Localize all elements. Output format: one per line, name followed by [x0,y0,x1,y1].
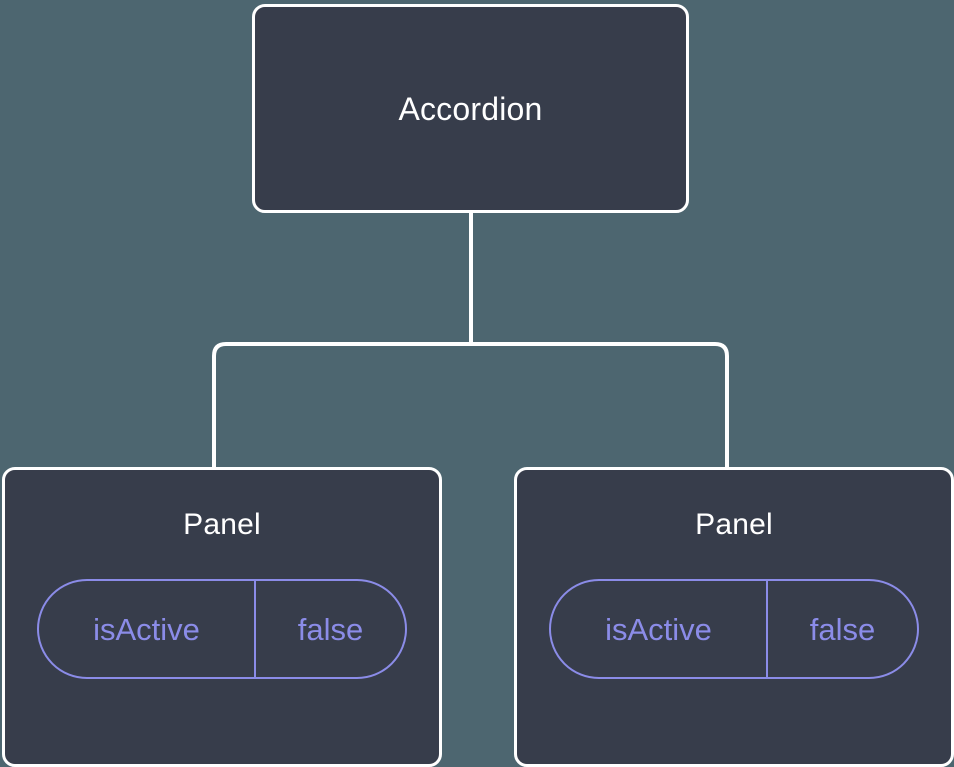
edge-to-panel-right [471,342,729,470]
edge-to-panel-left [212,342,471,470]
node-panel-left[interactable]: Panel isActive false [2,467,442,767]
node-panel-left-title: Panel [183,508,261,541]
state-badge-value: false [809,611,876,647]
state-badge-key: isActive [39,581,256,677]
node-accordion-title: Accordion [398,90,543,127]
state-badge-panel-right[interactable]: isActive false [549,579,919,679]
state-badge-value: false [297,611,364,647]
component-tree-diagram: Accordion Panel isActive false Panel isA… [2,4,954,767]
node-panel-right-title: Panel [695,508,773,541]
node-accordion[interactable]: Accordion [252,4,689,213]
state-badge-key: isActive [551,581,768,677]
state-badge-panel-left[interactable]: isActive false [37,579,407,679]
node-panel-right[interactable]: Panel isActive false [514,467,954,767]
